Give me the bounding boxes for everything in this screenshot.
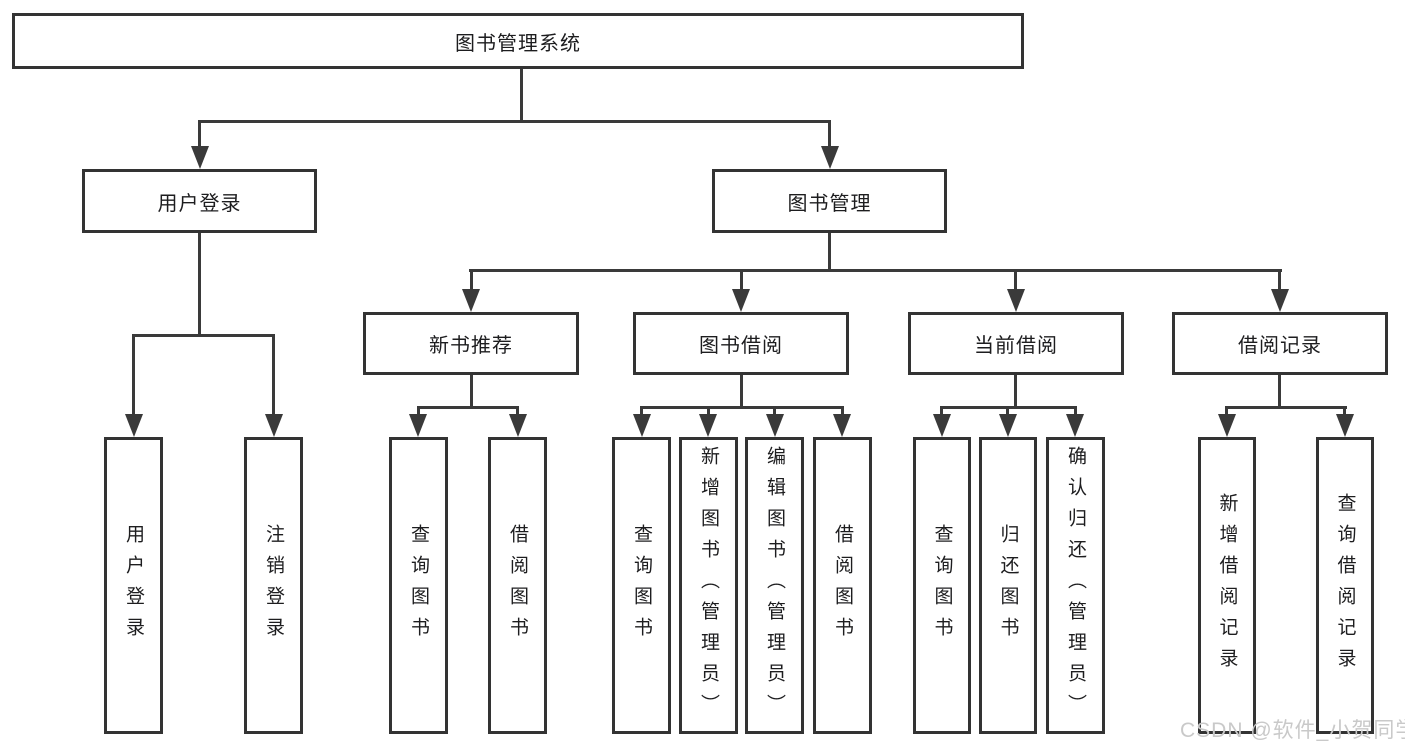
connector-line (132, 334, 135, 415)
leaf-user-login: 用户登录 (104, 437, 163, 734)
leaf-add-books-admin: 新增图书（管理员） (679, 437, 738, 734)
arrow-down-icon (265, 414, 283, 437)
leaf-confirm-return-admin: 确认归还（管理员） (1046, 437, 1105, 734)
arrow-down-icon (821, 146, 839, 169)
arrow-down-icon (1007, 289, 1025, 312)
arrow-down-icon (766, 414, 784, 437)
connector-line (198, 120, 201, 147)
leaf-query-borrow-record: 查询借阅记录 (1316, 437, 1374, 734)
connector-line (707, 406, 710, 416)
node-borrow-records: 借阅记录 (1172, 312, 1388, 375)
leaf-borrow-books: 借阅图书 (813, 437, 872, 734)
connector-line (740, 375, 743, 409)
node-label: 新书推荐 (429, 335, 513, 357)
connector-line (841, 406, 844, 416)
node-current-borrow: 当前借阅 (908, 312, 1124, 375)
node-label: 当前借阅 (974, 335, 1058, 357)
arrow-down-icon (732, 289, 750, 312)
connector-line (940, 406, 943, 416)
leaf-query-books-current: 查询图书 (913, 437, 971, 734)
node-book-borrow: 图书借阅 (633, 312, 849, 375)
arrow-down-icon (1271, 289, 1289, 312)
connector-line (1225, 406, 1228, 416)
connector-line (1074, 406, 1077, 416)
connector-line (1014, 269, 1017, 290)
connector-line (516, 406, 519, 416)
watermark: CSDN @软件_小贺同学 (1180, 719, 1405, 742)
connector-line (417, 406, 420, 416)
connector-line (640, 406, 643, 416)
node-book-management: 图书管理 (712, 169, 947, 233)
leaf-query-books-borrow: 查询图书 (612, 437, 671, 734)
node-label: 借阅记录 (1238, 335, 1322, 357)
connector-line (132, 334, 275, 337)
arrow-down-icon (833, 414, 851, 437)
connector-line (740, 269, 743, 290)
arrow-down-icon (1066, 414, 1084, 437)
connector-line (1006, 406, 1009, 416)
arrow-down-icon (933, 414, 951, 437)
connector-line (1014, 375, 1017, 409)
arrow-down-icon (509, 414, 527, 437)
node-library-system: 图书管理系统 (12, 13, 1024, 69)
connector-line (198, 233, 201, 337)
leaf-edit-books-admin: 编辑图书（管理员） (745, 437, 804, 734)
connector-line (417, 406, 519, 409)
connector-line (520, 69, 523, 123)
leaf-add-borrow-record: 新增借阅记录 (1198, 437, 1256, 734)
leaf-return-books: 归还图书 (979, 437, 1037, 734)
node-label: 用户登录 (157, 192, 242, 215)
leaf-logout: 注销登录 (244, 437, 303, 734)
leaf-borrow-books-recommend: 借阅图书 (488, 437, 547, 734)
connector-line (272, 334, 275, 415)
node-label: 图书管理系统 (455, 32, 581, 55)
arrow-down-icon (633, 414, 651, 437)
arrow-down-icon (191, 146, 209, 169)
connector-line (1225, 406, 1347, 409)
arrow-down-icon (409, 414, 427, 437)
connector-line (1278, 269, 1281, 290)
connector-line (828, 120, 831, 147)
node-new-book-recommend: 新书推荐 (363, 312, 579, 375)
connector-line (828, 233, 831, 272)
connector-line (773, 406, 776, 416)
arrow-down-icon (999, 414, 1017, 437)
connector-line (640, 406, 844, 409)
connector-line (1343, 406, 1346, 416)
arrow-down-icon (1336, 414, 1354, 437)
connector-line (470, 375, 473, 409)
arrow-down-icon (1218, 414, 1236, 437)
connector-line (469, 269, 1282, 272)
node-label: 图书管理 (787, 192, 872, 215)
arrow-down-icon (125, 414, 143, 437)
node-label: 图书借阅 (699, 335, 783, 357)
arrow-down-icon (699, 414, 717, 437)
connector-line (470, 269, 473, 290)
arrow-down-icon (462, 289, 480, 312)
connector-line (198, 120, 831, 123)
connector-line (1278, 375, 1281, 409)
leaf-query-books-recommend: 查询图书 (389, 437, 448, 734)
node-user-login: 用户登录 (82, 169, 317, 233)
